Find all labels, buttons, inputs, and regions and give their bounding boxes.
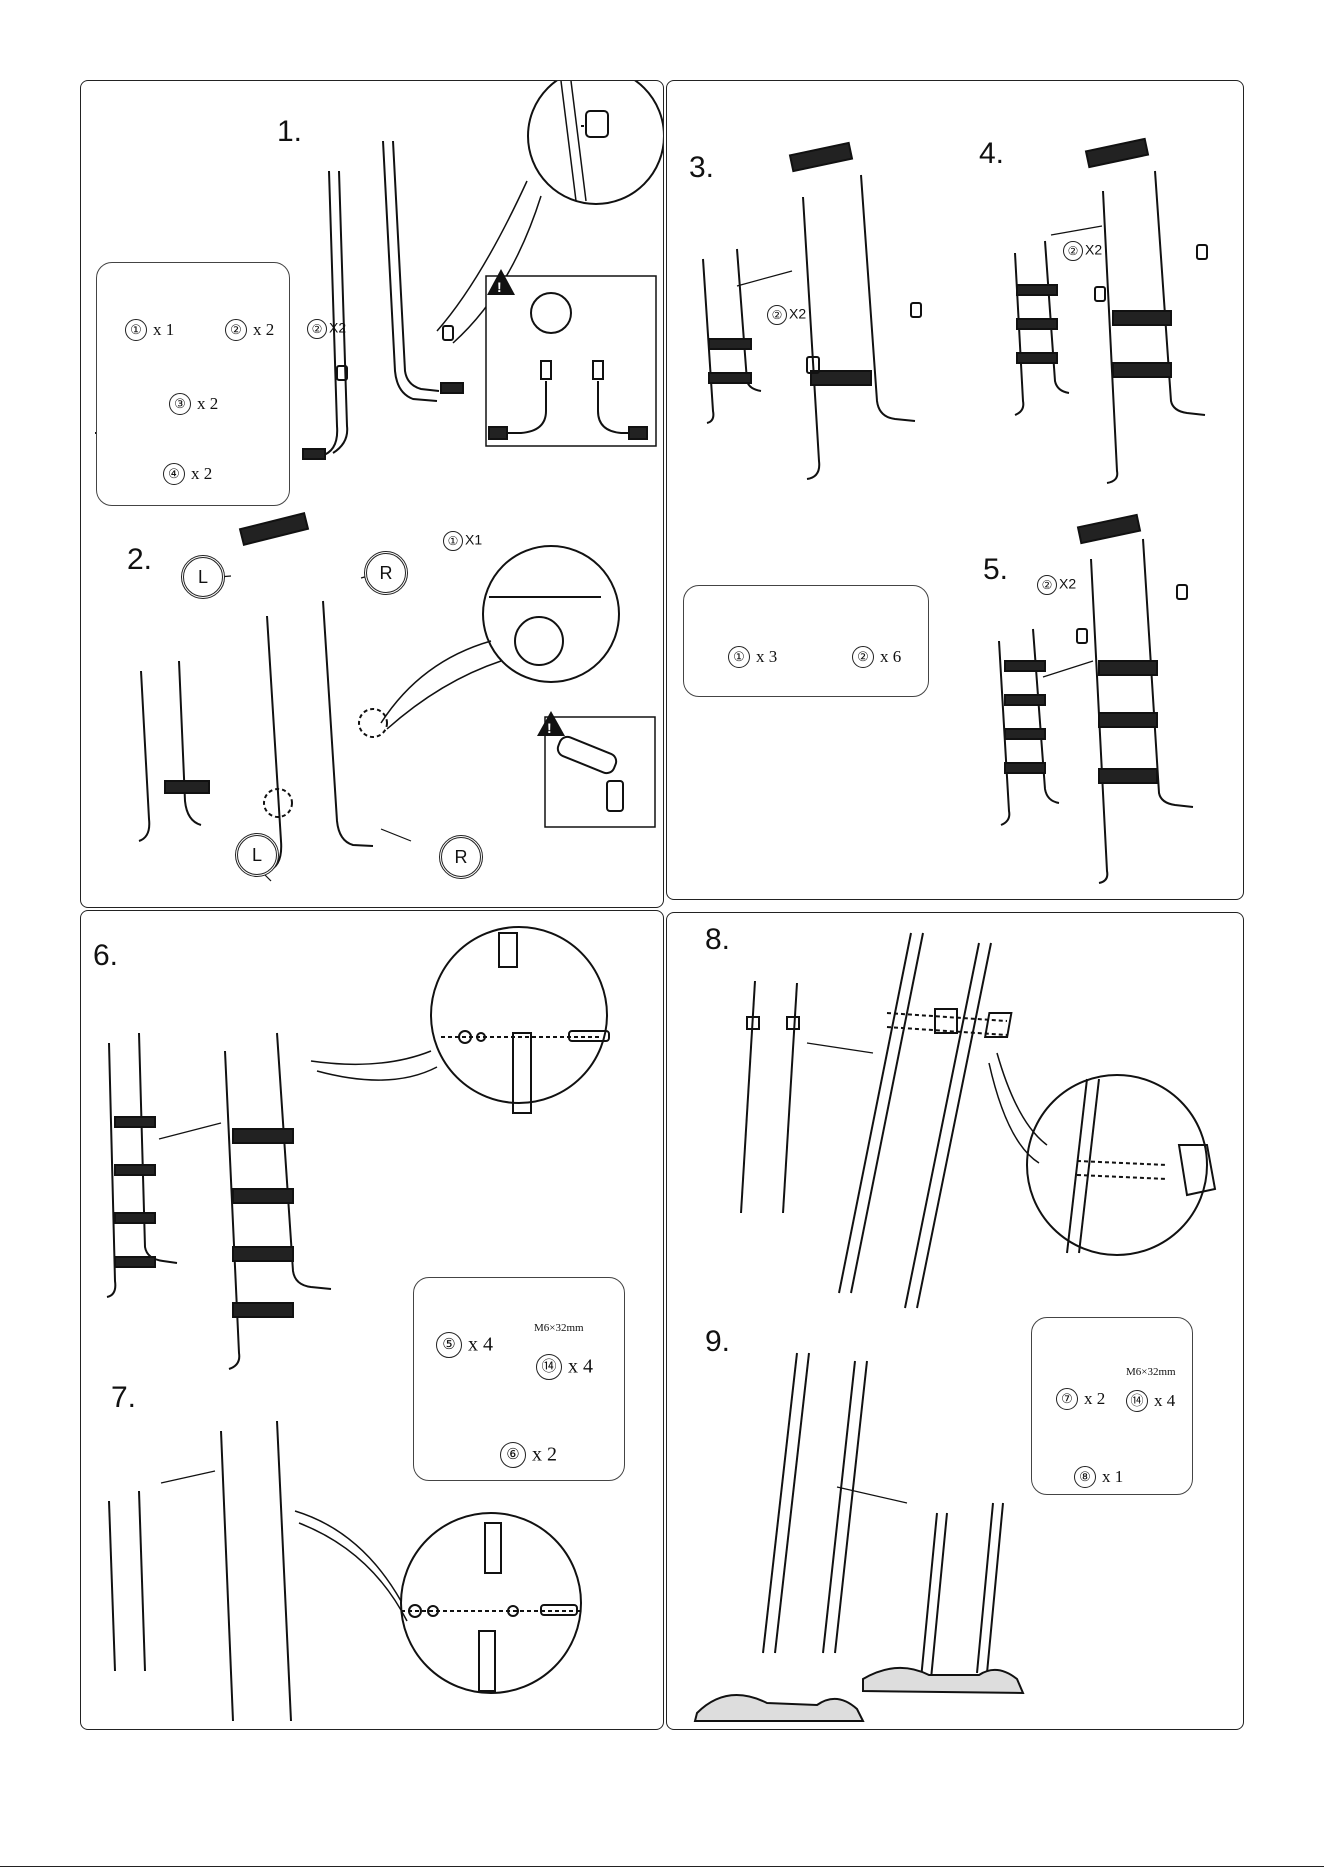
step-number-9: 9. <box>705 1325 730 1359</box>
ladder-step <box>1086 139 1148 167</box>
right-side-badge: R <box>439 835 483 879</box>
ladder-step <box>1078 515 1140 543</box>
ladder-rail <box>383 141 437 401</box>
magnifier-detail <box>401 1513 581 1693</box>
page-footer-rule <box>0 1866 1324 1867</box>
ladder-step <box>790 143 852 171</box>
magnifier-detail <box>431 927 607 1103</box>
step-number-6: 6. <box>93 939 118 973</box>
step-number-4: 4. <box>979 137 1004 171</box>
panel-b-illustration <box>667 81 1243 899</box>
warning-detail-box <box>486 276 656 446</box>
ladder-step <box>165 781 209 793</box>
svg-text:!: ! <box>547 720 552 736</box>
ladder-step <box>240 513 308 544</box>
step-number-3: 3. <box>689 151 714 185</box>
left-side-badge: L <box>181 555 225 599</box>
left-side-badge: L <box>235 833 279 877</box>
bracket <box>935 1009 957 1033</box>
ladder-rail <box>313 171 337 457</box>
right-side-badge: R <box>364 551 408 595</box>
bolt-size-label: M6×32mm <box>1126 1366 1176 1378</box>
bracket <box>985 1013 1011 1037</box>
rail-foot-cap <box>303 449 325 459</box>
svg-text:!: ! <box>497 279 502 295</box>
step-number-5: 5. <box>983 553 1008 587</box>
step-number-7: 7. <box>111 1381 136 1415</box>
step-number-2: 2. <box>127 543 152 577</box>
magnifier-detail <box>1027 1075 1207 1255</box>
bolt-size-label: M6×32mm <box>534 1322 584 1334</box>
step-number-8: 8. <box>705 923 730 957</box>
foot-base <box>695 1695 863 1721</box>
step-number-1: 1. <box>277 115 302 149</box>
magnifier-detail <box>528 81 663 204</box>
foot-base <box>863 1668 1023 1693</box>
